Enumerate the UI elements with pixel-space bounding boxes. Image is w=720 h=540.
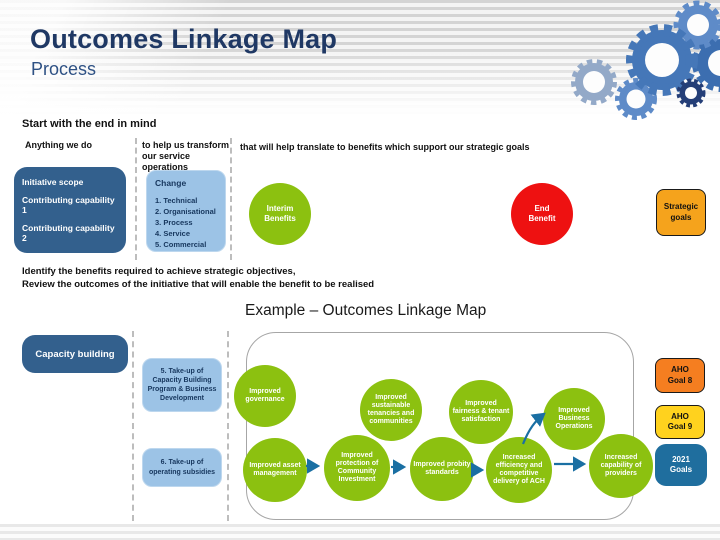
page-title: Outcomes Linkage Map <box>30 24 338 54</box>
divider-dashed <box>135 138 137 260</box>
goal-box-2021: 2021 Goals <box>655 444 707 486</box>
outcome-circle-community-investment: Improved protection of Community Investm… <box>324 435 390 501</box>
goal-box-aho-8: AHO Goal 8 <box>655 358 705 393</box>
strategic-goals-box: Strategic goals <box>656 189 706 236</box>
change-box: Change 1. Technical 2. Organisational 3.… <box>146 170 226 252</box>
column-header-3: that will help translate to benefits whi… <box>240 142 530 152</box>
section-heading-top: Start with the end in mind <box>22 118 157 130</box>
initiative-line: Contributing capability 2 <box>22 223 115 243</box>
capacity-building-box: Capacity building <box>22 335 128 373</box>
divider-dashed <box>132 331 134 521</box>
gear-icon <box>692 34 720 92</box>
strategic-goals-label: Strategic goals <box>663 202 699 222</box>
outcome-circle-fairness-satisfaction: Improved fairness & tenant satisfaction <box>449 380 513 444</box>
goal-box-aho-8-label: AHO Goal 8 <box>667 365 693 385</box>
divider-dashed <box>227 331 229 521</box>
goal-box-aho-9-label: AHO Goal 9 <box>667 411 693 431</box>
gear-icon <box>673 0 720 50</box>
change-item: 4. Service <box>155 229 191 238</box>
column-header-1: Anything we do <box>25 140 92 150</box>
initiative-line: Contributing capability 1 <box>22 195 115 215</box>
divider-dashed <box>230 138 232 260</box>
takeup-box-6-label: 6. Take-up of operating subsidies <box>148 459 216 476</box>
outcome-circle-asset-management: Improved asset management <box>243 438 307 502</box>
goal-box-2021-label: 2021 Goals <box>669 454 693 474</box>
outcome-circle-probity-standards: Improved probity standards <box>410 437 474 501</box>
instruction-text: Identify the benefits required to achiev… <box>22 266 374 291</box>
change-item: 1. Technical <box>155 196 198 205</box>
takeup-box-5: 5. Take-up of Capacity Building Program … <box>142 358 222 412</box>
example-heading: Example – Outcomes Linkage Map <box>245 302 487 319</box>
initiative-line: Initiative scope <box>22 177 84 187</box>
takeup-box-6: 6. Take-up of operating subsidies <box>142 448 222 487</box>
end-benefit-circle: End Benefit <box>511 183 573 245</box>
initiative-scope-box: Initiative scope Contributing capability… <box>14 167 126 253</box>
gear-icon <box>571 59 617 105</box>
capacity-building-label: Capacity building <box>35 348 115 360</box>
change-box-title: Change <box>155 178 187 188</box>
goal-box-aho-9: AHO Goal 9 <box>655 405 705 439</box>
example-container <box>246 332 634 520</box>
outcome-circle-efficiency-delivery: Increased efficiency and competitive del… <box>486 437 552 503</box>
gears-icon <box>571 0 720 120</box>
change-item: 2. Organisational <box>155 207 216 216</box>
interim-benefits-circle: Interim Benefits <box>249 183 311 245</box>
outcome-circle-business-operations: Improved Business Operations <box>543 388 605 450</box>
change-item: 3. Process <box>155 218 193 227</box>
change-item: 5. Commercial <box>155 240 207 249</box>
outcome-circle-governance: Improved governance <box>234 365 296 427</box>
instruction-line-2: Review the outcomes of the initiative th… <box>22 278 375 290</box>
outcome-circle-capability-providers: Increased capability of providers <box>589 434 653 498</box>
end-benefit-label: End Benefit <box>528 204 556 223</box>
takeup-box-5-label: 5. Take-up of Capacity Building Program … <box>147 367 217 403</box>
page-subtitle: Process <box>31 59 97 79</box>
gear-icon <box>676 78 706 108</box>
gear-icon <box>615 78 657 120</box>
interim-benefits-label: Interim Benefits <box>264 204 296 223</box>
instruction-line-1: Identify the benefits required to achiev… <box>22 266 296 277</box>
column-header-2: to help us transform our service operati… <box>142 140 230 172</box>
gear-icon <box>626 24 698 96</box>
footer-stripes <box>0 524 720 540</box>
outcome-circle-sustainable-tenancies: Improved sustainable tenancies and commu… <box>360 379 422 441</box>
